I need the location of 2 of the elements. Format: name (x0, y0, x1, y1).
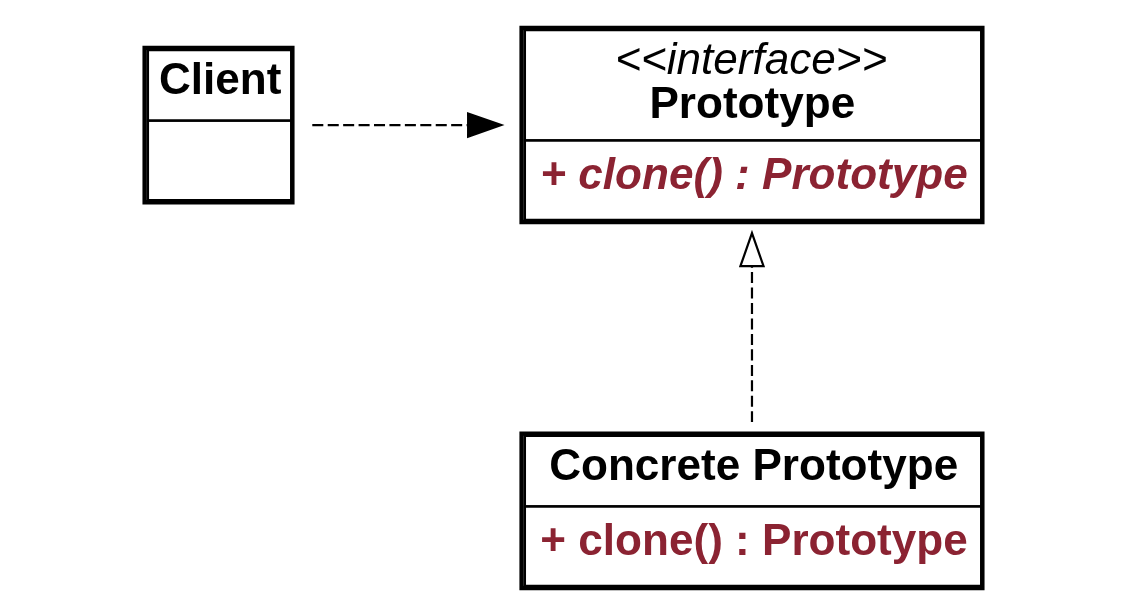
arrow (312, 111, 505, 139)
arrow (738, 229, 766, 423)
